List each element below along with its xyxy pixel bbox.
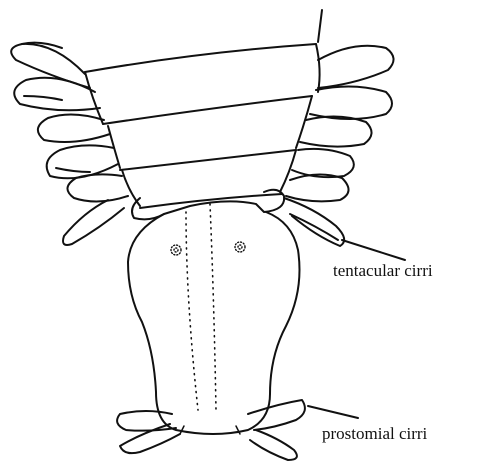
parapodia-left — [11, 43, 128, 245]
eye-spots — [171, 242, 245, 255]
tentacular-cirrus — [290, 214, 338, 240]
median-groove — [186, 204, 216, 410]
body-cut-edge — [318, 10, 322, 42]
tentacular-cirri-label: tentacular cirri — [333, 261, 433, 280]
prostomial-cirri — [117, 400, 305, 460]
segment-2 — [108, 96, 312, 170]
eye-left — [171, 245, 181, 255]
segment-1 — [122, 150, 296, 208]
segment-3 — [85, 10, 322, 124]
peristomium — [132, 190, 284, 220]
parapodia-right — [284, 46, 394, 246]
prostomial-cirri-label: prostomial cirri — [322, 424, 428, 443]
eye-right — [235, 242, 245, 252]
prostomial-leader-line — [308, 406, 358, 418]
tentacular-leader-line — [342, 240, 405, 260]
